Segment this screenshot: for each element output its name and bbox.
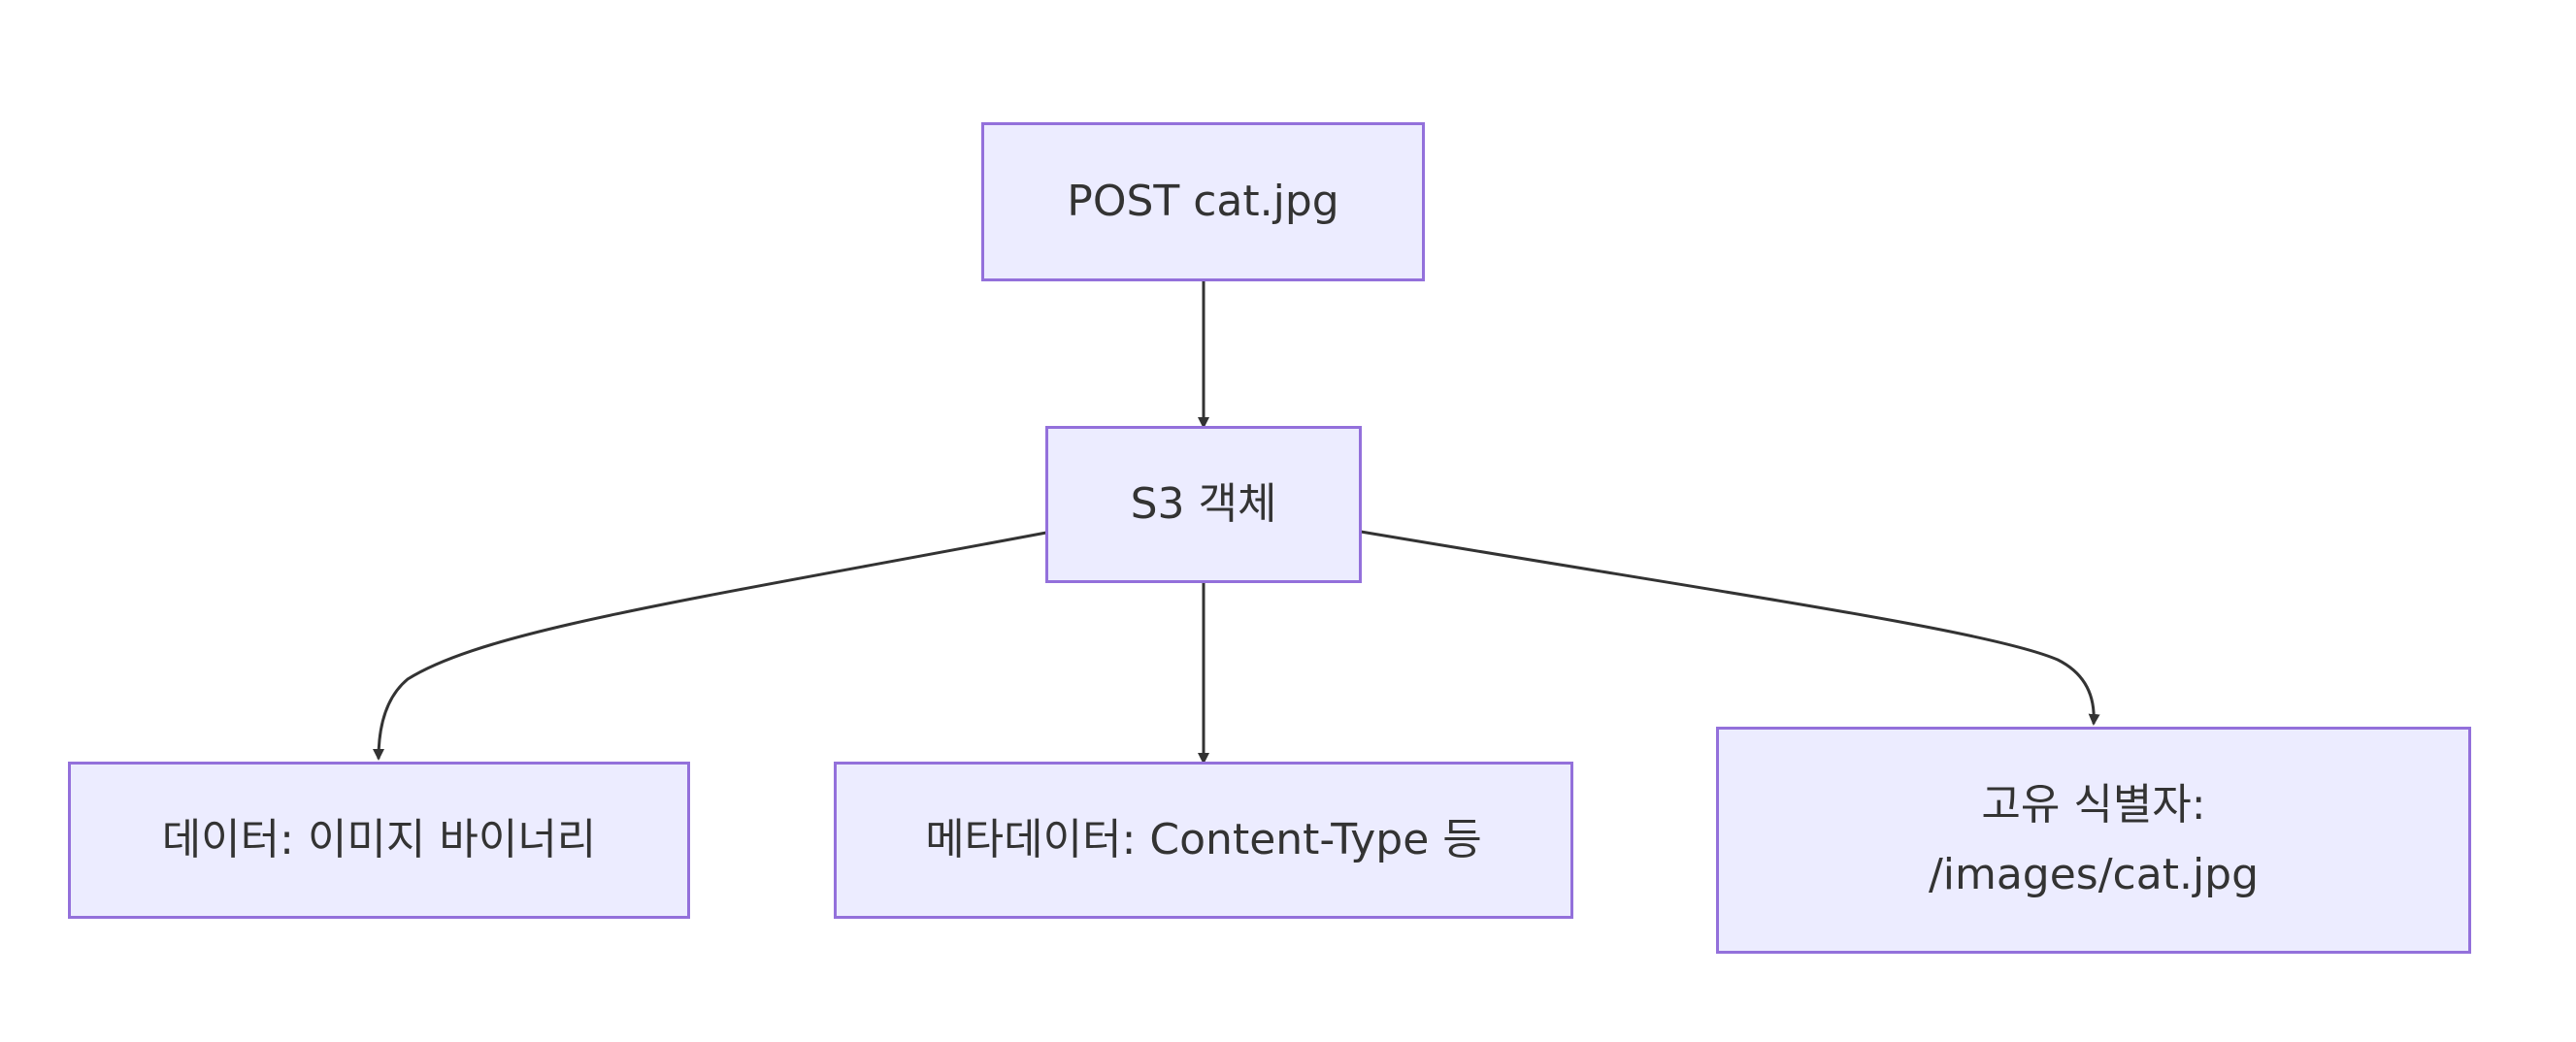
edge-s3-to-id [1360, 530, 2100, 726]
edge-s3-to-data [373, 531, 1047, 761]
node-s3-object-label: S3 객체 [1130, 479, 1277, 529]
node-metadata: 메타데이터: Content-Type 등 [834, 762, 1573, 919]
node-unique-identifier-label-line1: 고유 식별자: [1981, 780, 2206, 830]
node-metadata-label: 메타데이터: Content-Type 등 [925, 815, 1482, 864]
node-post-cat-jpg-label: POST cat.jpg [1067, 177, 1339, 226]
node-unique-identifier-label-line2: /images/cat.jpg [1928, 850, 2260, 899]
node-data-binary: 데이터: 이미지 바이너리 [68, 762, 690, 919]
node-unique-identifier: 고유 식별자: /images/cat.jpg [1716, 727, 2471, 954]
node-post-cat-jpg: POST cat.jpg [981, 122, 1425, 281]
node-s3-object: S3 객체 [1045, 426, 1362, 583]
node-data-binary-label: 데이터: 이미지 바이너리 [161, 815, 597, 864]
